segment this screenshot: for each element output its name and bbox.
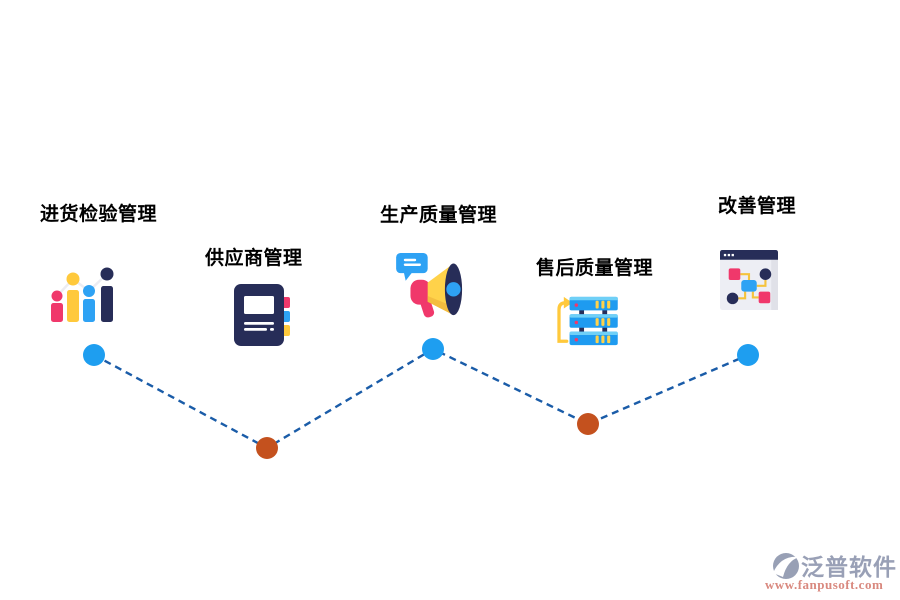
bar-chart-icon (51, 267, 121, 322)
timeline-dot-5 (737, 344, 759, 366)
notebook-icon (234, 284, 290, 346)
timeline-dot-4 (577, 413, 599, 435)
node-label-supplier: 供应商管理 (205, 248, 303, 269)
node-label-improvement: 改善管理 (718, 196, 797, 217)
timeline-dot-3 (422, 338, 444, 360)
watermark-brand: 泛普软件 (801, 554, 897, 580)
node-label-production-quality: 生产质量管理 (380, 205, 498, 226)
megaphone-icon (395, 253, 468, 318)
dashed-line (93, 347, 749, 450)
node-label-incoming-inspection: 进货检验管理 (40, 204, 158, 225)
browser-flowchart-icon (720, 250, 778, 310)
node-label-after-sales-quality: 售后质量管理 (536, 258, 654, 279)
timeline-dot-2 (256, 437, 278, 459)
timeline-dot-1 (83, 344, 105, 366)
brand-logo-icon (772, 552, 800, 580)
watermark-url: www.fanpusoft.com (765, 577, 884, 592)
server-stack-icon (550, 295, 620, 347)
